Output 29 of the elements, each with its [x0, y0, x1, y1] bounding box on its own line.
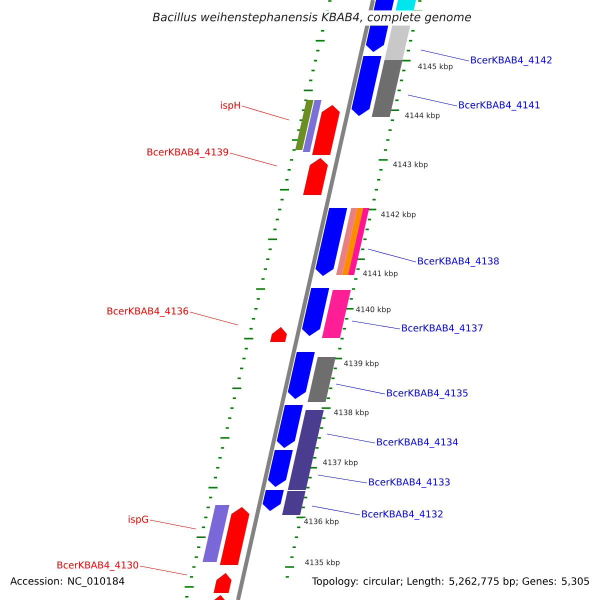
gene-label: BcerKBAB4_4136	[108, 307, 188, 317]
info-text: Topology: circular; Length: 5,262,775 bp; Genes: 5,305	[312, 577, 589, 587]
gene-label: BcerKBAB4_4133	[369, 478, 450, 488]
leader-line	[420, 50, 470, 62]
leader-line	[408, 94, 458, 106]
leader-line	[242, 106, 290, 120]
gene-label: BcerKBAB4_4134	[377, 438, 458, 448]
leader-line	[140, 566, 188, 576]
gene-label: BcerKBAB4_4130	[58, 561, 138, 571]
gene-label: BcerKBAB4_4139	[148, 148, 228, 158]
leader-line	[312, 506, 360, 516]
gene-label: BcerKBAB4_4137	[402, 324, 483, 334]
gene-label: BcerKBAB4_4142	[471, 56, 552, 66]
leader-line	[318, 474, 368, 484]
leader-line	[352, 320, 400, 330]
gene-label: BcerKBAB4_4132	[362, 510, 442, 520]
gene-label: ispH	[220, 101, 240, 111]
leader-line	[368, 248, 416, 262]
gene-label: BcerKBAB4_4141	[459, 101, 540, 111]
leader-line	[190, 312, 238, 326]
leader-line	[230, 152, 278, 166]
leader-line	[336, 384, 386, 394]
title: Bacillus weihenstephanensis KBAB4, complete genome	[150, 10, 474, 26]
gene-label: BcerKBAB4_4138	[418, 257, 499, 267]
info-text: Accession: NC_010184	[10, 577, 124, 587]
gene-label: BcerKBAB4_4135	[387, 389, 468, 399]
gene-label: ispG	[128, 515, 148, 525]
leader-line	[326, 434, 376, 444]
leader-line	[150, 520, 196, 530]
